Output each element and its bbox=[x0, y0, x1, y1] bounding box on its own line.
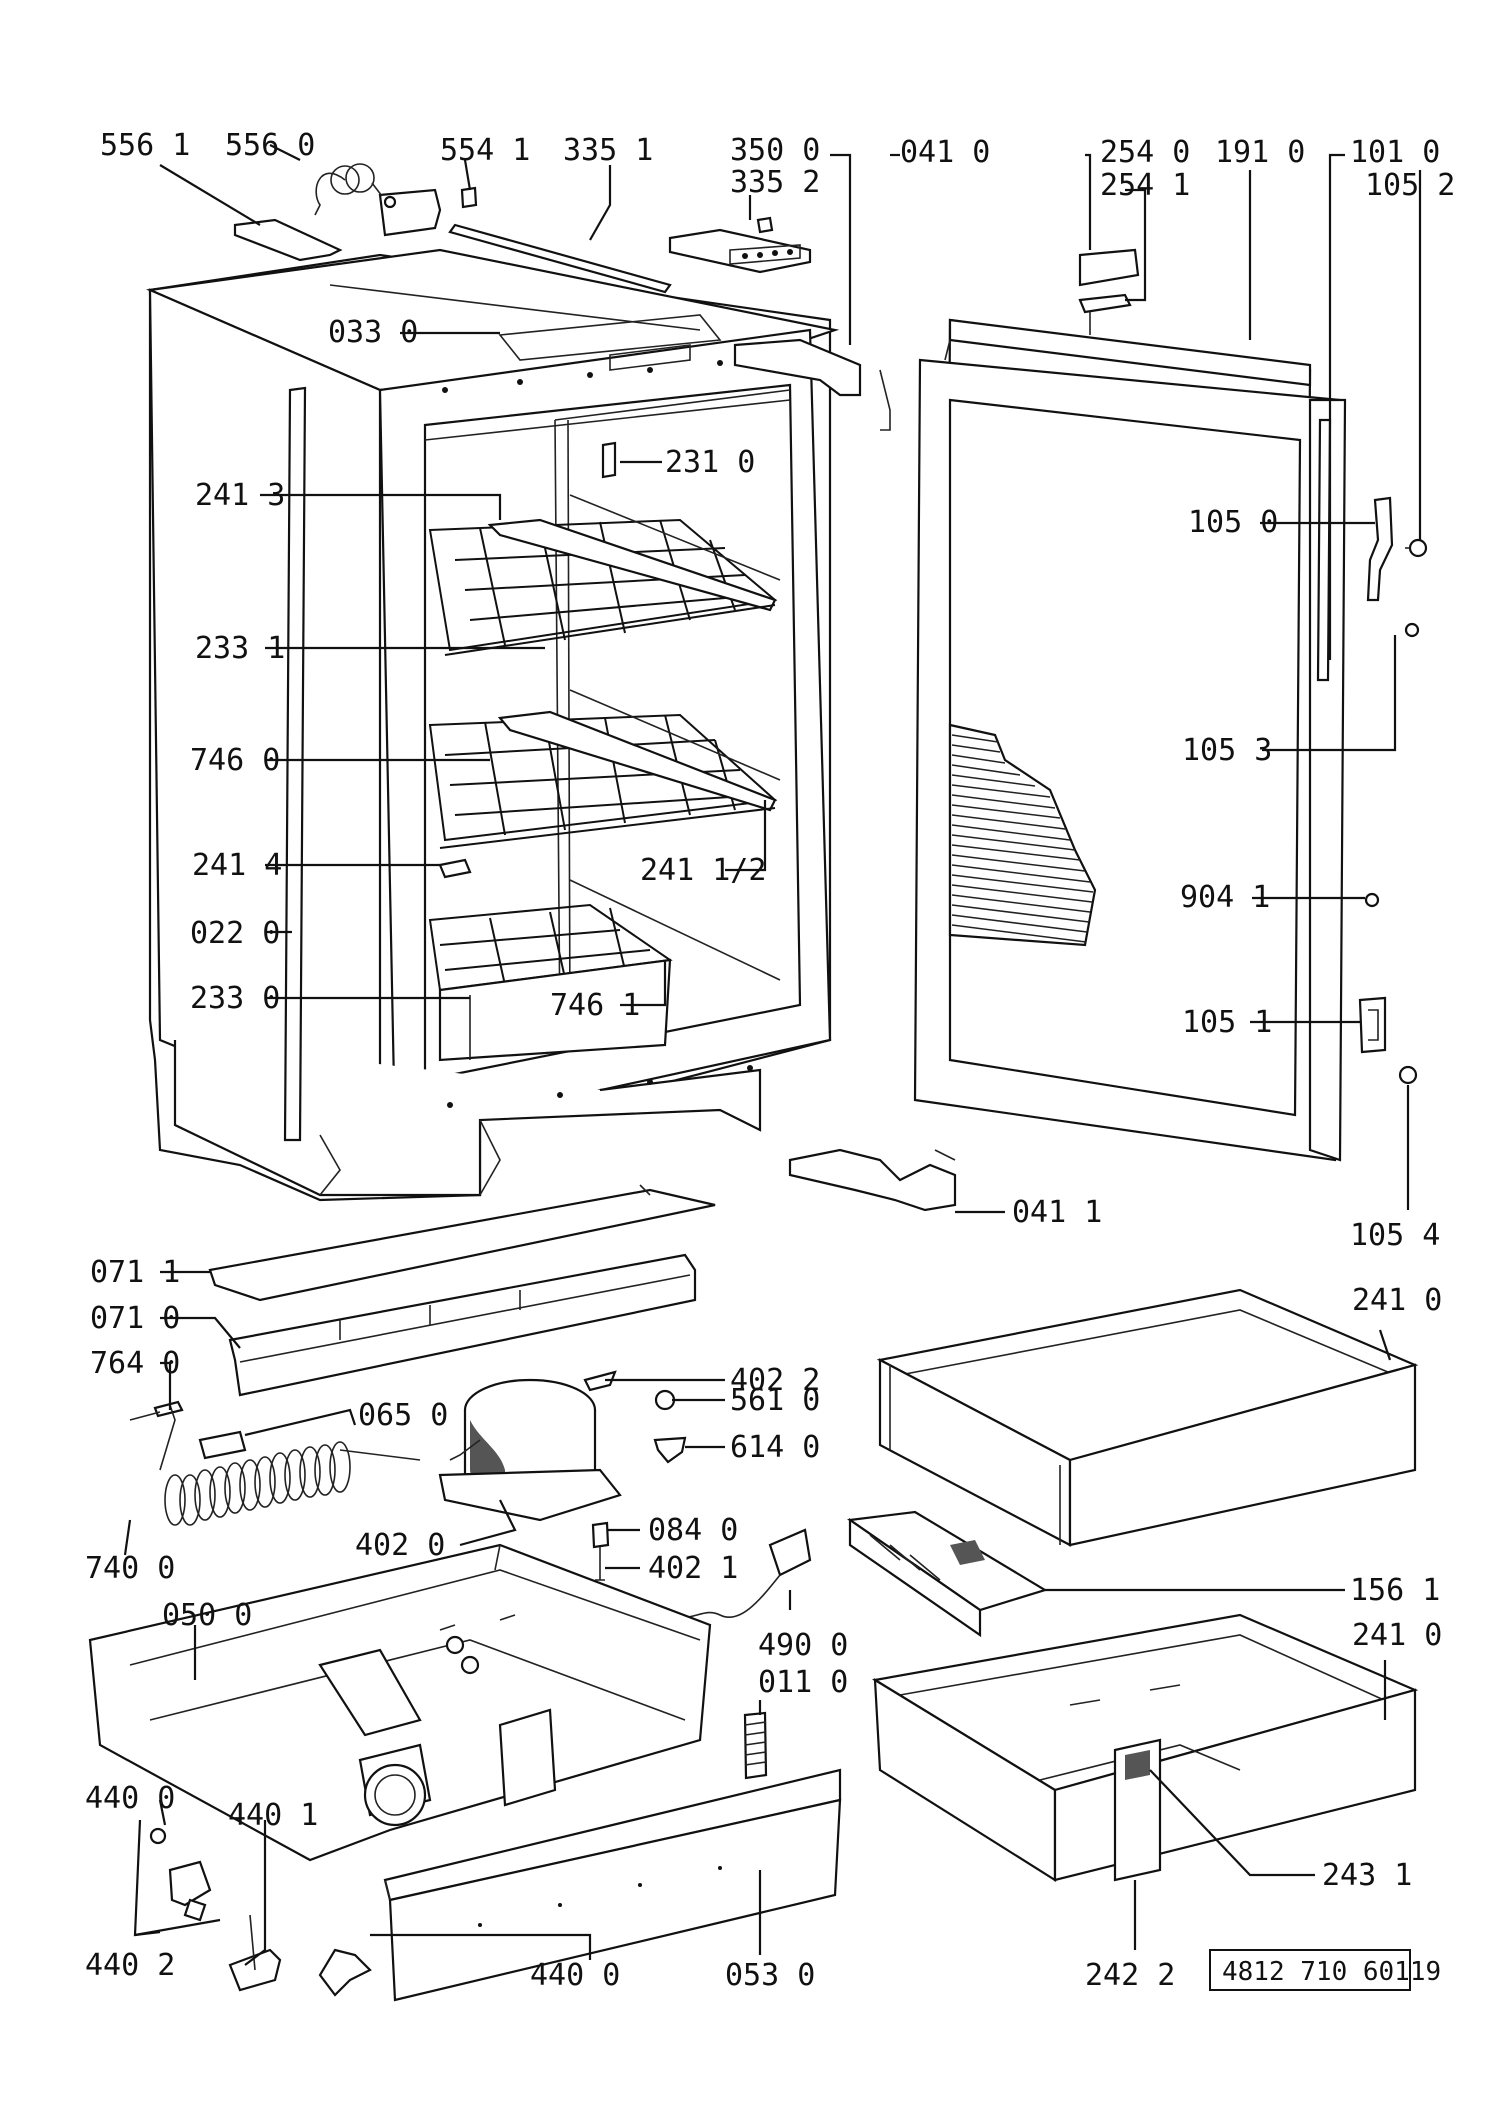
label-041-1: 041 1 bbox=[1012, 1195, 1102, 1230]
label-022-0: 022 0 bbox=[190, 916, 280, 951]
label-241-3: 241 3 bbox=[195, 478, 285, 513]
label-231-0: 231 0 bbox=[665, 445, 755, 480]
label-554-1: 554 1 bbox=[440, 133, 530, 168]
label-440-0-bottom: 440 0 bbox=[530, 1958, 620, 1993]
label-105-2: 105 2 bbox=[1365, 168, 1455, 203]
label-402-2: 402 2 bbox=[730, 1363, 820, 1398]
label-241-1-2: 241 1/2 bbox=[640, 853, 766, 888]
document-number-box: 4812 710 60119 bbox=[1209, 1949, 1441, 1991]
label-556-1: 556 1 bbox=[100, 128, 190, 163]
label-254-1: 254 1 bbox=[1100, 168, 1190, 203]
drawer-lower bbox=[871, 1613, 1419, 1882]
label-065-0: 065 0 bbox=[358, 1398, 448, 1433]
crisper-area bbox=[428, 903, 673, 1062]
document-number: 4812 710 60119 bbox=[1222, 1957, 1441, 1987]
label-233-0: 233 0 bbox=[190, 981, 280, 1016]
label-041-0: 041 0 bbox=[900, 135, 990, 170]
wire-shelf-top bbox=[428, 518, 778, 656]
label-071-0: 071 0 bbox=[90, 1301, 180, 1336]
label-050-0: 050 0 bbox=[162, 1598, 252, 1633]
compressor bbox=[438, 1378, 622, 1522]
label-440-0-left: 440 0 bbox=[85, 1781, 175, 1816]
label-105-1: 105 1 bbox=[1182, 1005, 1272, 1040]
label-904-1: 904 1 bbox=[1180, 880, 1270, 915]
label-191-0: 191 0 bbox=[1215, 135, 1305, 170]
condenser-coil bbox=[129, 1404, 421, 1526]
door bbox=[913, 248, 1428, 1162]
label-233-1: 233 1 bbox=[195, 631, 285, 666]
label-101-0: 101 0 bbox=[1350, 135, 1440, 170]
label-241-0-upper: 241 0 bbox=[1352, 1283, 1442, 1318]
label-490-0: 490 0 bbox=[758, 1628, 848, 1663]
top-parts bbox=[233, 163, 812, 294]
label-440-2: 440 2 bbox=[85, 1948, 175, 1983]
label-241-4: 241 4 bbox=[192, 848, 282, 883]
label-402-0: 402 0 bbox=[355, 1528, 445, 1563]
hinge-bottom bbox=[788, 1148, 957, 1212]
label-254-0: 254 0 bbox=[1100, 135, 1190, 170]
label-105-0: 105 0 bbox=[1188, 505, 1278, 540]
label-105-3: 105 3 bbox=[1182, 733, 1272, 768]
label-242-2: 242 2 bbox=[1085, 1958, 1175, 1993]
label-402-1: 402 1 bbox=[648, 1551, 738, 1586]
label-071-1: 071 1 bbox=[90, 1255, 180, 1290]
machine-parts bbox=[88, 1184, 842, 2002]
label-614-0: 614 0 bbox=[730, 1430, 820, 1465]
drawer-upper bbox=[876, 1288, 1419, 1547]
ice-tray bbox=[846, 1510, 1048, 1638]
label-243-1: 243 1 bbox=[1322, 1858, 1412, 1893]
fan-motor bbox=[149, 1827, 372, 1997]
label-561-0: 561 0 bbox=[730, 1383, 820, 1418]
label-350-0: 350 0 bbox=[730, 133, 820, 168]
wire-shelf-middle bbox=[428, 710, 778, 849]
label-440-1: 440 1 bbox=[228, 1798, 318, 1833]
label-764-0: 764 0 bbox=[90, 1346, 180, 1381]
label-746-1: 746 1 bbox=[550, 988, 640, 1023]
label-156-1: 156 1 bbox=[1350, 1573, 1440, 1608]
label-105-4: 105 4 bbox=[1350, 1218, 1440, 1253]
part-labels: 556 1 556 0 554 1 335 1 350 0 335 2 041 … bbox=[85, 128, 1455, 1993]
cabinet bbox=[145, 248, 891, 1202]
label-335-2: 335 2 bbox=[730, 165, 820, 200]
label-740-0: 740 0 bbox=[85, 1551, 175, 1586]
leader-lines bbox=[123, 144, 1422, 1966]
label-241-0-lower: 241 0 bbox=[1352, 1618, 1442, 1653]
base-tray bbox=[88, 1543, 712, 1862]
label-335-1: 335 1 bbox=[563, 133, 653, 168]
label-746-0: 746 0 bbox=[190, 743, 280, 778]
label-556-0: 556 0 bbox=[225, 128, 315, 163]
label-011-0: 011 0 bbox=[758, 1665, 848, 1700]
label-033-0: 033 0 bbox=[328, 315, 418, 350]
label-084-0: 084 0 bbox=[648, 1513, 738, 1548]
insulation-cutaway bbox=[948, 723, 1097, 947]
label-053-0: 053 0 bbox=[725, 1958, 815, 1993]
